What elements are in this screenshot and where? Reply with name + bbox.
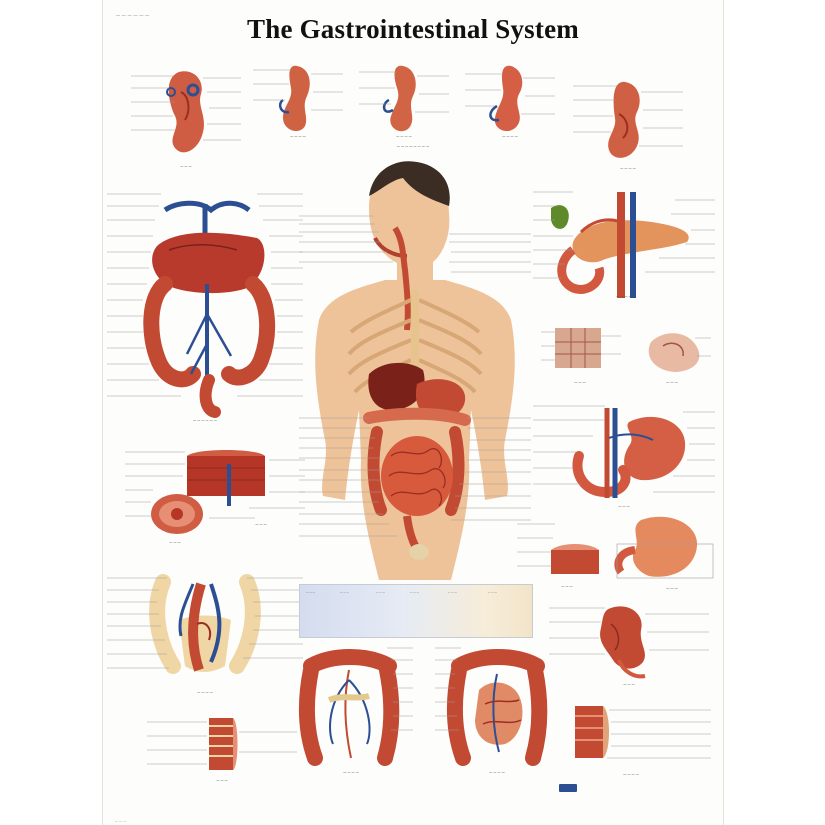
figure-stomach: _ _ _ _ _ _ (517, 510, 717, 594)
figure-embryo-1: _ _ _ (131, 62, 241, 170)
figure-stomach-blood-supply: _ _ _ (533, 398, 715, 508)
figure-embryo-5: _ _ _ _ (573, 74, 683, 174)
figure-torso (299, 160, 531, 580)
figure-cecum-appendix: _ _ _ (549, 600, 709, 690)
caption-development: _ _ _ _ _ _ _ _ (397, 142, 429, 148)
anatomy-poster: _ _ _ _ _ _ The Gastrointestinal System … (103, 0, 723, 825)
poster-title: The Gastrointestinal System (247, 14, 579, 44)
figure-small-intestine-blood-supply: _ _ _ _ (435, 640, 559, 780)
figure-rectum-blood-supply: _ _ _ _ (107, 570, 303, 696)
copyright-block (559, 783, 699, 793)
poster-code: _ _ _ _ _ _ (116, 9, 150, 16)
legend-table: _ _ _ _ _ _ _ _ _ _ _ _ _ _ _ _ _ _ (299, 584, 533, 638)
3b-scientific-logo-icon (559, 784, 577, 792)
figure-colon-wall: _ _ _ (147, 712, 297, 788)
bottom-code: _ _ _ (115, 817, 127, 823)
figure-embryo-2: _ _ _ _ (253, 60, 343, 140)
figure-portal-vein: _ _ _ _ _ _ (107, 184, 303, 424)
figure-small-intestine-wall: _ _ _ _ (551, 700, 711, 784)
figure-liver-lobule: _ _ _ _ _ _ (541, 322, 711, 398)
figure-wall-structure: _ _ _ _ _ _ (125, 446, 305, 550)
figure-large-intestine-blood-supply: _ _ _ _ (289, 640, 413, 780)
figure-pancreas-blood-supply: _ _ _ _ (533, 180, 715, 310)
figure-embryo-4: _ _ _ _ (465, 60, 555, 140)
figure-embryo-3: _ _ _ _ (359, 60, 449, 140)
